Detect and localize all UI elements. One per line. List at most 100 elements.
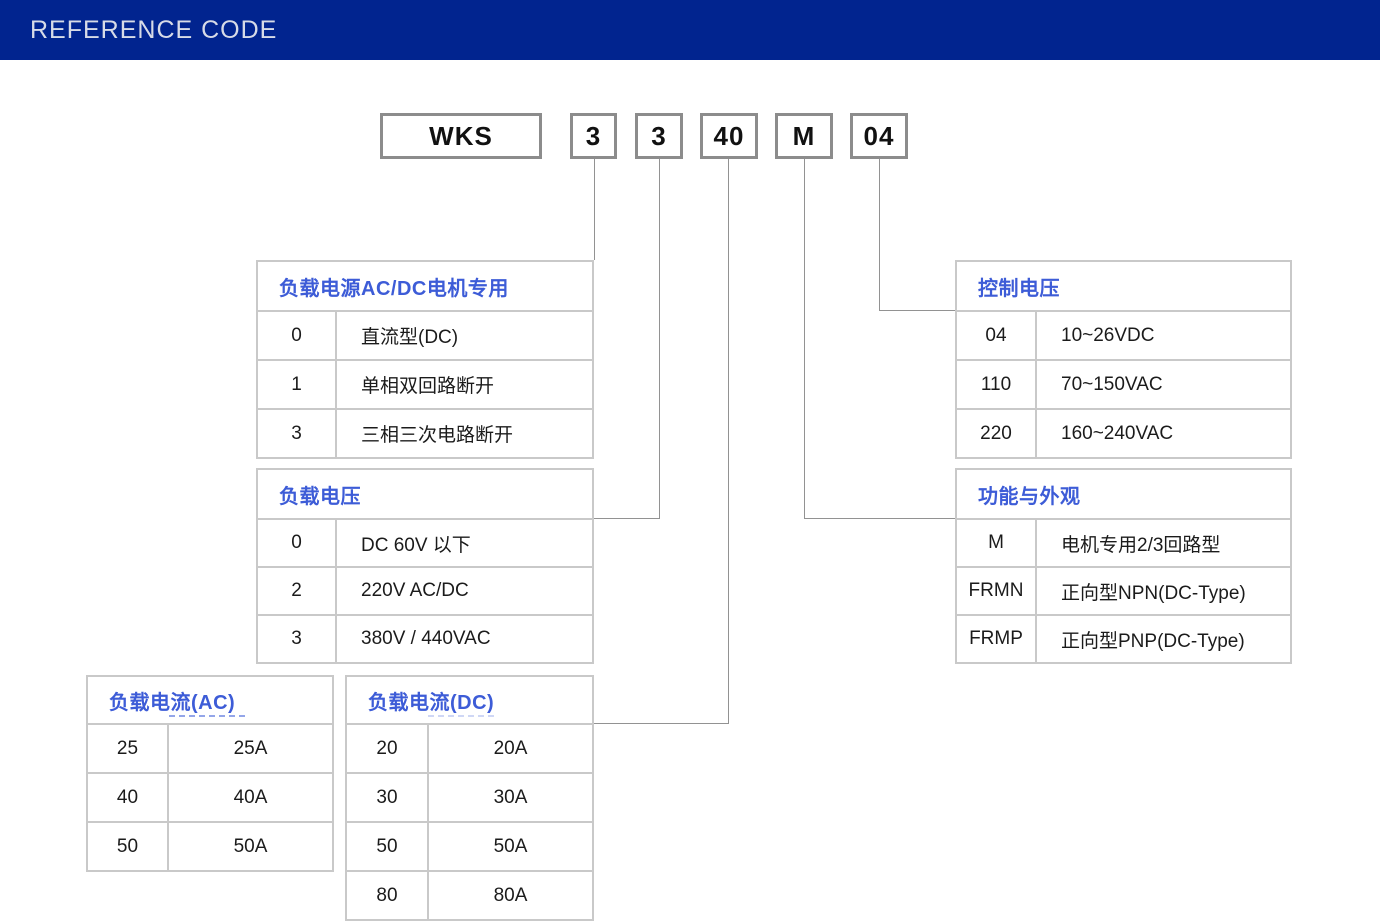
desc-cell: DC 60V 以下 (361, 534, 471, 556)
table-row: 40 40A (88, 772, 332, 821)
connector-load-current-v (728, 159, 729, 724)
code-cell: 0 (258, 312, 337, 359)
table-row: 3 380V / 440VAC (258, 614, 592, 662)
code-cell: 25 (88, 725, 169, 772)
underline-artifact (428, 715, 494, 717)
connector-load-voltage-v (659, 159, 660, 519)
desc-cell: 30A (493, 786, 528, 808)
code-cell: 40 (88, 774, 169, 821)
code-cell: 04 (957, 312, 1037, 359)
table-header: 负载电流(AC) (88, 677, 332, 723)
table-row: 0 DC 60V 以下 (258, 518, 592, 566)
code-cell: M (957, 520, 1037, 566)
code-segment-label: 04 (863, 120, 895, 151)
code-box-load-power: 3 (570, 113, 617, 159)
desc-cell: 三相三次电路断开 (361, 425, 514, 446)
table-row: 04 10~26VDC (957, 310, 1290, 359)
code-box-control-voltage: 04 (850, 113, 908, 159)
desc-cell: 380V / 440VAC (361, 628, 491, 649)
code-box-series: WKS (380, 113, 542, 159)
table-row: 220 160~240VAC (957, 408, 1290, 457)
table-row: M 电机专用2/3回路型 (957, 518, 1290, 566)
desc-cell: 50A (493, 835, 528, 857)
code-cell: 3 (258, 410, 337, 457)
code-segment-label: 3 (651, 120, 667, 151)
connector-control-voltage-v (879, 159, 880, 311)
desc-cell: 电机专用2/3回路型 (1061, 534, 1221, 556)
table-control-voltage: 控制电压 04 10~26VDC 110 70~150VAC 220 160~2… (955, 260, 1292, 459)
desc-cell: 160~240VAC (1061, 422, 1174, 444)
table-header: 负载电压 (258, 470, 592, 518)
code-series-label: WKS (429, 120, 493, 151)
connector-load-power (594, 159, 595, 260)
desc-cell: 正向型NPN(DC-Type) (1061, 582, 1246, 604)
table-header: 功能与外观 (957, 470, 1290, 518)
table-row: 110 70~150VAC (957, 359, 1290, 408)
code-cell: 3 (258, 616, 337, 662)
desc-cell: 单相双回路断开 (361, 376, 495, 397)
code-cell: 1 (258, 361, 337, 408)
code-box-load-current: 40 (700, 113, 758, 159)
code-cell: 220 (957, 410, 1037, 457)
table-row: 25 25A (88, 723, 332, 772)
table-header: 控制电压 (957, 262, 1290, 310)
table-load-voltage: 负载电压 0 DC 60V 以下 2 220V AC/DC 3 380V / 4… (256, 468, 594, 664)
desc-cell: 80A (493, 884, 528, 906)
connector-load-current-h (593, 723, 729, 724)
table-row: 3 三相三次电路断开 (258, 408, 592, 457)
desc-cell: 50A (233, 835, 268, 857)
desc-cell: 直流型(DC) (361, 327, 459, 348)
table-row: 20 20A (347, 723, 592, 772)
header-bar: REFERENCE CODE (0, 0, 1380, 60)
code-cell: 2 (258, 568, 337, 614)
table-row: FRMN 正向型NPN(DC-Type) (957, 566, 1290, 614)
table-header: 负载电流(DC) (347, 677, 592, 723)
code-cell: FRMN (957, 568, 1037, 614)
table-title: 负载电源AC/DC电机专用 (279, 277, 509, 300)
connector-control-voltage-h (879, 310, 955, 311)
desc-cell: 70~150VAC (1061, 373, 1163, 395)
code-box-function: M (775, 113, 833, 159)
code-cell: 30 (347, 774, 429, 821)
desc-cell: 40A (233, 786, 268, 808)
connector-function-h (804, 518, 955, 519)
desc-cell: 220V AC/DC (361, 580, 469, 601)
code-segment-label: 40 (713, 120, 745, 151)
table-row: FRMP 正向型PNP(DC-Type) (957, 614, 1290, 662)
table-title: 负载电压 (279, 485, 361, 508)
code-cell: 0 (258, 520, 337, 566)
table-row: 0 直流型(DC) (258, 310, 592, 359)
table-header: 负载电源AC/DC电机专用 (258, 262, 592, 310)
underline-artifact (169, 715, 245, 717)
table-row: 50 50A (347, 821, 592, 870)
code-cell: 110 (957, 361, 1037, 408)
table-function-appearance: 功能与外观 M 电机专用2/3回路型 FRMN 正向型NPN(DC-Type) … (955, 468, 1292, 664)
code-box-load-voltage: 3 (635, 113, 683, 159)
table-title: 控制电压 (978, 277, 1060, 300)
table-load-current-dc: 负载电流(DC) 20 20A 30 30A 50 50A 80 80A (345, 675, 594, 921)
code-cell: 80 (347, 872, 429, 919)
code-cell: 50 (347, 823, 429, 870)
table-row: 2 220V AC/DC (258, 566, 592, 614)
desc-cell: 25A (233, 737, 268, 759)
code-segment-label: 3 (585, 120, 602, 151)
table-title: 负载电流(AC) (109, 691, 236, 714)
desc-cell: 20A (493, 737, 528, 759)
connector-load-voltage-h (594, 518, 660, 519)
table-row: 30 30A (347, 772, 592, 821)
desc-cell: 正向型PNP(DC-Type) (1061, 630, 1245, 652)
table-row: 50 50A (88, 821, 332, 870)
desc-cell: 10~26VDC (1061, 324, 1155, 346)
table-load-power: 负载电源AC/DC电机专用 0 直流型(DC) 1 单相双回路断开 3 三相三次… (256, 260, 594, 459)
code-segment-label: M (792, 120, 816, 151)
table-title: 负载电流(DC) (368, 691, 495, 714)
table-row: 80 80A (347, 870, 592, 919)
table-load-current-ac: 负载电流(AC) 25 25A 40 40A 50 50A (86, 675, 334, 872)
code-cell: 20 (347, 725, 429, 772)
connector-function-v (804, 159, 805, 519)
table-title: 功能与外观 (978, 485, 1081, 508)
page-title: REFERENCE CODE (30, 15, 278, 44)
code-cell: 50 (88, 823, 169, 870)
table-row: 1 单相双回路断开 (258, 359, 592, 408)
